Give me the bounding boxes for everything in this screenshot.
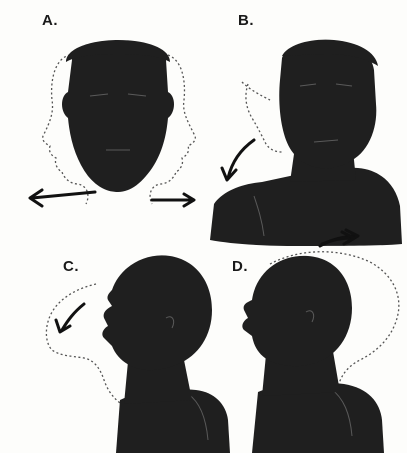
panel-b-label: B. xyxy=(238,12,254,29)
panel-a-left-arrow xyxy=(32,192,95,198)
panel-a-head xyxy=(62,42,174,192)
panel-d-drawing xyxy=(242,232,399,453)
panel-a-drawing xyxy=(30,40,195,206)
panel-c-drawing xyxy=(46,255,230,453)
panel-b-drawing xyxy=(210,40,402,246)
panel-c-arrow xyxy=(62,304,84,330)
panel-c-head xyxy=(102,255,212,370)
panel-b-head xyxy=(279,42,376,169)
panel-d-head xyxy=(242,256,352,366)
panel-a-label: A. xyxy=(42,12,58,29)
panel-b-down-arrow xyxy=(228,140,254,178)
panel-d-label: D. xyxy=(232,258,248,275)
panel-c-label: C. xyxy=(63,258,79,275)
panel-b-tilt-outline xyxy=(242,82,282,152)
